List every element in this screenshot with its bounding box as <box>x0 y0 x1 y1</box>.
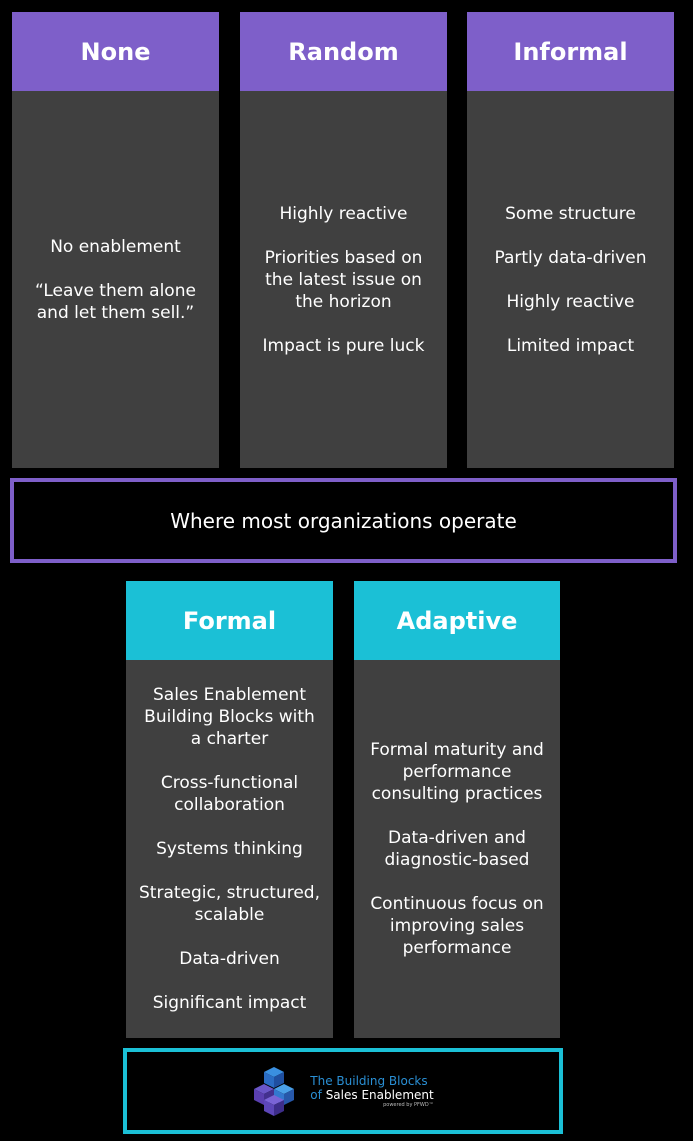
level-item: Formal maturity and performance consulti… <box>370 740 544 804</box>
level-item: Cross-functional collaboration <box>160 773 299 815</box>
operating-banner: Where most organizations operate <box>10 478 677 563</box>
level-item: Systems thinking <box>156 839 303 859</box>
level-title: Informal <box>467 12 674 91</box>
logo-title-of: of <box>310 1087 322 1102</box>
level-description: Formal maturity and performance consulti… <box>354 660 560 1038</box>
level-item: Highly reactive <box>506 291 635 312</box>
logo-title-line2: Sales Enablement <box>325 1087 434 1102</box>
level-card-formal: Formal Sales Enablement Building Blocks … <box>126 581 333 1038</box>
level-card-random: Random Highly reactive Priorities based … <box>240 12 447 468</box>
level-item: Limited impact <box>506 335 635 356</box>
level-title: Formal <box>126 581 333 660</box>
level-title: None <box>12 12 219 91</box>
stacked-cubes-icon <box>254 1067 295 1116</box>
level-item: Sales Enablement Building Blocks with a … <box>144 685 315 749</box>
level-item: Impact is pure luck <box>262 335 425 356</box>
level-card-adaptive: Adaptive Formal maturity and performance… <box>354 581 560 1038</box>
level-item: No enablement <box>50 236 181 257</box>
level-item: Continuous focus on improving sales perf… <box>370 894 544 958</box>
brand-logo: The Building Blocks of Sales Enablement … <box>252 1065 434 1117</box>
level-item: Data-driven <box>179 949 280 969</box>
level-item: “Leave them alone and let them sell.” <box>35 280 196 323</box>
level-item: Data-driven and diagnostic-based <box>384 828 530 870</box>
level-item: Significant impact <box>152 993 307 1013</box>
banner-text: Where most organizations operate <box>170 508 517 533</box>
logo-title-line1: The Building Blocks <box>310 1073 428 1088</box>
level-description: No enablement “Leave them alone and let … <box>12 91 219 468</box>
level-title: Random <box>240 12 447 91</box>
logo-box: The Building Blocks of Sales Enablement … <box>123 1048 563 1134</box>
level-item: Some structure <box>505 203 636 224</box>
level-description: Sales Enablement Building Blocks with a … <box>126 660 333 1038</box>
level-card-none: None No enablement “Leave them alone and… <box>12 12 219 468</box>
level-item: Partly data-driven <box>494 247 647 268</box>
level-title: Adaptive <box>354 581 560 660</box>
level-item: Strategic, structured, scalable <box>139 883 320 925</box>
level-description: Some structure Partly data-driven Highly… <box>467 91 674 468</box>
level-item: Priorities based on the latest issue on … <box>264 247 423 312</box>
logo-powered-by: powered by PFWD™ <box>383 1101 434 1108</box>
level-card-informal: Informal Some structure Partly data-driv… <box>467 12 674 468</box>
level-description: Highly reactive Priorities based on the … <box>240 91 447 468</box>
level-item: Highly reactive <box>279 203 408 224</box>
